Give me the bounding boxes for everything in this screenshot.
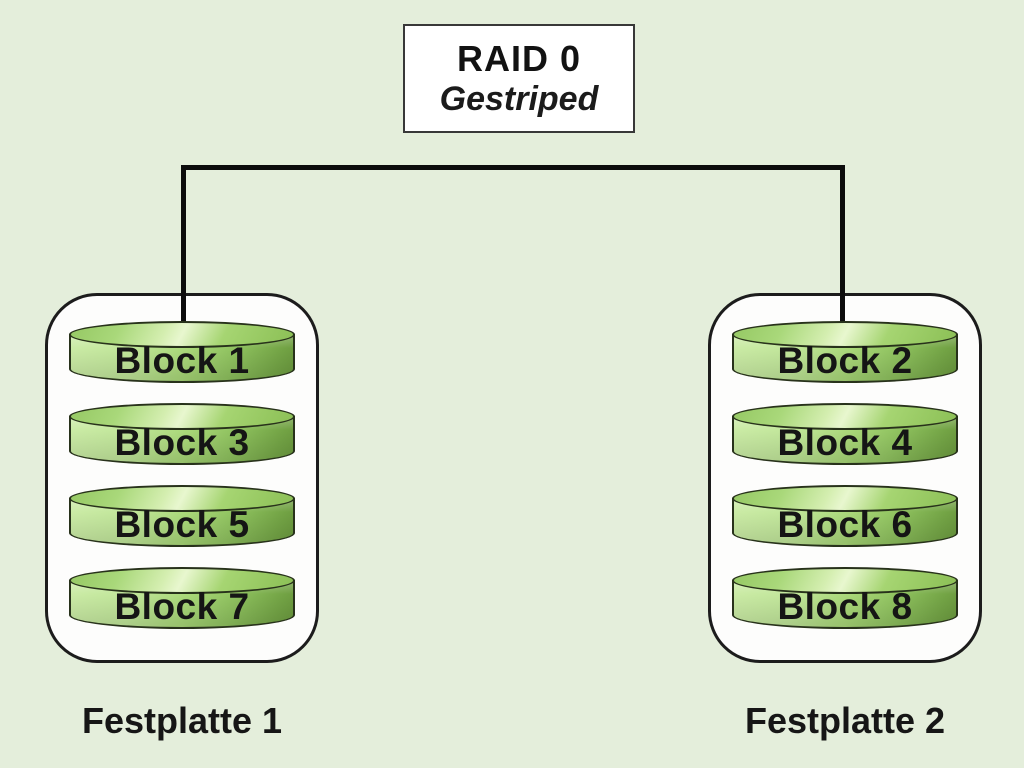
diagram-subtitle: Gestriped — [439, 79, 599, 118]
disk-block-label: Block 7 — [114, 586, 250, 627]
disk-block-label: Block 6 — [777, 504, 913, 545]
disk-block-label: Block 1 — [114, 340, 250, 381]
disk-block: Block 3 — [69, 403, 295, 465]
disk-block: Block 4 — [732, 403, 958, 465]
drive-label-2: Festplatte 2 — [744, 700, 946, 741]
connector-vertical-line-right — [840, 165, 845, 327]
disk-block-top-ellipse — [69, 321, 295, 348]
connector-vertical-line-left — [181, 165, 186, 327]
title-box: RAID 0 Gestriped — [403, 24, 635, 133]
diagram-title: RAID 0 — [456, 37, 582, 79]
disk-block-label: Block 8 — [777, 586, 913, 627]
disk-block: Block 1 — [69, 321, 295, 383]
disk-block: Block 7 — [69, 567, 295, 629]
disk-block: Block 5 — [69, 485, 295, 547]
disk-block-top-ellipse — [69, 485, 295, 512]
disk-block-top-ellipse — [732, 403, 958, 430]
disk-block-label: Block 2 — [777, 340, 913, 381]
disk-block-top-ellipse — [732, 567, 958, 594]
disk-block-label: Block 3 — [114, 422, 250, 463]
disk-block-top-ellipse — [732, 321, 958, 348]
connector-horizontal-line — [181, 165, 845, 170]
disk-block: Block 2 — [732, 321, 958, 383]
drive-label-1: Festplatte 1 — [81, 700, 283, 741]
drive-container-1: Block 1 Block 3 Block 5 Block 7 — [45, 293, 319, 663]
disk-block: Block 6 — [732, 485, 958, 547]
disk-block-top-ellipse — [69, 403, 295, 430]
disk-block-top-ellipse — [69, 567, 295, 594]
disk-block-label: Block 4 — [777, 422, 913, 463]
drive-container-2: Block 2 Block 4 Block 6 Block 8 — [708, 293, 982, 663]
disk-block: Block 8 — [732, 567, 958, 629]
disk-block-label: Block 5 — [114, 504, 250, 545]
disk-block-top-ellipse — [732, 485, 958, 512]
